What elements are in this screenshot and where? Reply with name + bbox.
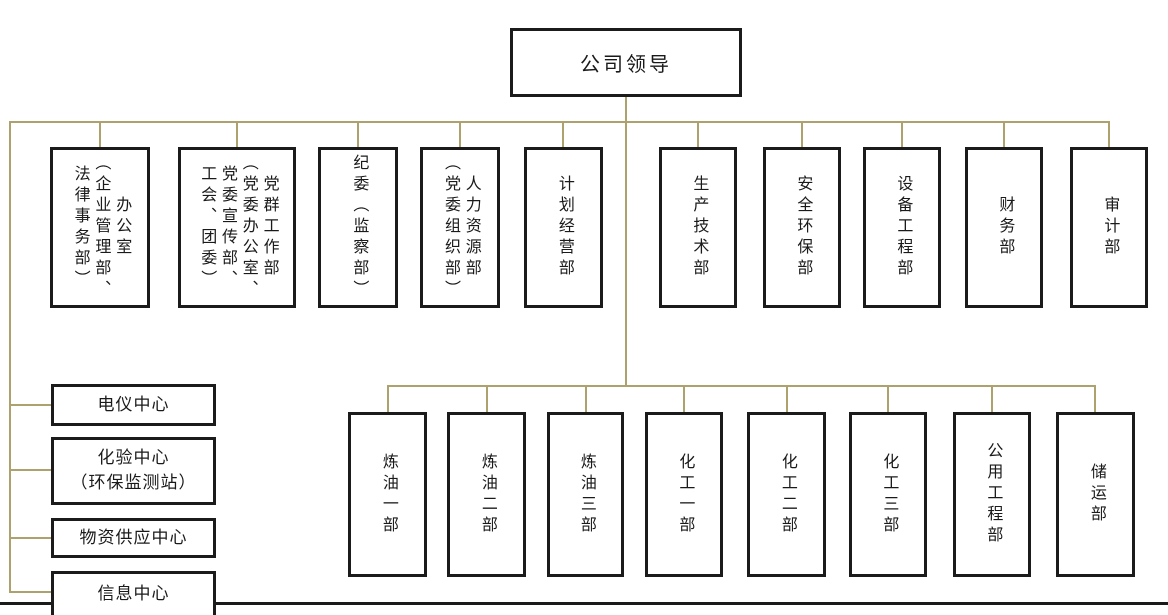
connector-stub	[887, 386, 889, 412]
org-box-label: 安全环保部	[794, 175, 812, 280]
org-box-label: 化验中心 （环保监测站）	[70, 448, 197, 492]
connector-left-rail	[9, 121, 11, 593]
connector-stub	[459, 122, 461, 147]
org-box-label: 公用工程部	[984, 442, 1002, 547]
org-box-general-office: 办公室 （企业管理部、 法律事务部）	[50, 147, 150, 308]
org-box-information-center: 信息中心	[51, 571, 216, 615]
org-box-label: 炼油二部	[478, 452, 496, 537]
connector-stub	[9, 404, 51, 406]
org-box-planning-operations-dept: 计划经营部	[524, 147, 603, 308]
org-box-label: 生产技术部	[690, 175, 708, 280]
org-box-refining-unit-2: 炼油二部	[447, 412, 526, 577]
org-box-label: 计划经营部	[555, 175, 573, 280]
org-box-human-resources-dept: 人力资源部 （党委组织部）	[420, 147, 500, 308]
connector-stub	[1108, 122, 1110, 147]
org-box-label: 化工三部	[880, 452, 898, 537]
connector-stub	[697, 122, 699, 147]
org-box-label: 财务部	[996, 196, 1014, 259]
org-box-refining-unit-1: 炼油一部	[348, 412, 427, 577]
org-box-electrical-instrument-center: 电仪中心	[51, 384, 216, 426]
org-box-label: 信息中心	[97, 584, 170, 604]
org-box-label: 审计部	[1101, 196, 1119, 259]
org-box-label: 设备工程部	[894, 175, 912, 280]
connector-stub	[236, 122, 238, 147]
connector-top-rail	[9, 121, 1110, 123]
org-box-company-leadership: 公司领导	[510, 28, 742, 97]
connector-stub	[99, 122, 101, 147]
org-box-finance-dept: 财务部	[965, 147, 1043, 308]
connector-stub	[801, 122, 803, 147]
org-box-label: 电仪中心	[97, 394, 170, 414]
connector-stub	[585, 386, 587, 412]
connector-stub	[1094, 386, 1096, 412]
org-box-refining-unit-3: 炼油三部	[547, 412, 624, 577]
org-box-label: 办公室 （企业管理部、 法律事务部）	[71, 154, 131, 301]
org-box-label: 炼油一部	[379, 452, 397, 537]
connector-stub	[991, 386, 993, 412]
org-box-label: 物资供应中心	[79, 527, 188, 547]
connector-stub	[486, 386, 488, 412]
connector-stub	[387, 386, 389, 412]
org-box-material-supply-center: 物资供应中心	[51, 518, 216, 558]
connector-stub	[357, 122, 359, 147]
org-box-equipment-engineering-dept: 设备工程部	[863, 147, 941, 308]
org-box-label: 纪委（监察部）	[350, 154, 368, 301]
org-box-label: 党群工作部 （党委办公室、 党委宣传部、 工会、团委）	[198, 154, 278, 301]
org-box-production-technology-dept: 生产技术部	[659, 147, 737, 308]
org-box-chemical-unit-1: 化工一部	[645, 412, 723, 577]
org-box-safety-environment-dept: 安全环保部	[763, 147, 841, 308]
org-box-audit-dept: 审计部	[1070, 147, 1148, 308]
org-box-label: 储运部	[1087, 463, 1105, 526]
connector-stub	[1003, 122, 1005, 147]
org-box-chemical-unit-3: 化工三部	[849, 412, 927, 577]
connector-stub	[9, 469, 51, 471]
connector-stub	[9, 591, 51, 593]
connector-stub	[562, 122, 564, 147]
connector-trunk	[625, 97, 627, 386]
org-box-label: 公司领导	[580, 54, 672, 76]
org-box-chemical-unit-2: 化工二部	[747, 412, 826, 577]
org-box-label: 化工二部	[778, 452, 796, 537]
org-box-party-masses-work-dept: 党群工作部 （党委办公室、 党委宣传部、 工会、团委）	[178, 147, 296, 308]
org-box-label: 化工一部	[676, 452, 694, 537]
org-box-utilities-engineering-dept: 公用工程部	[953, 412, 1031, 577]
connector-stub	[9, 537, 51, 539]
connector-stub	[683, 386, 685, 412]
connector-stub	[901, 122, 903, 147]
org-box-label: 人力资源部 （党委组织部）	[442, 154, 480, 301]
connector-bottom-rail	[387, 385, 1096, 387]
org-box-laboratory-center: 化验中心 （环保监测站）	[51, 437, 216, 505]
connector-stub	[786, 386, 788, 412]
org-box-label: 炼油三部	[577, 452, 595, 537]
page-bottom-rule	[0, 602, 1168, 605]
org-box-discipline-committee: 纪委（监察部）	[318, 147, 398, 308]
org-box-storage-transport-dept: 储运部	[1056, 412, 1135, 577]
